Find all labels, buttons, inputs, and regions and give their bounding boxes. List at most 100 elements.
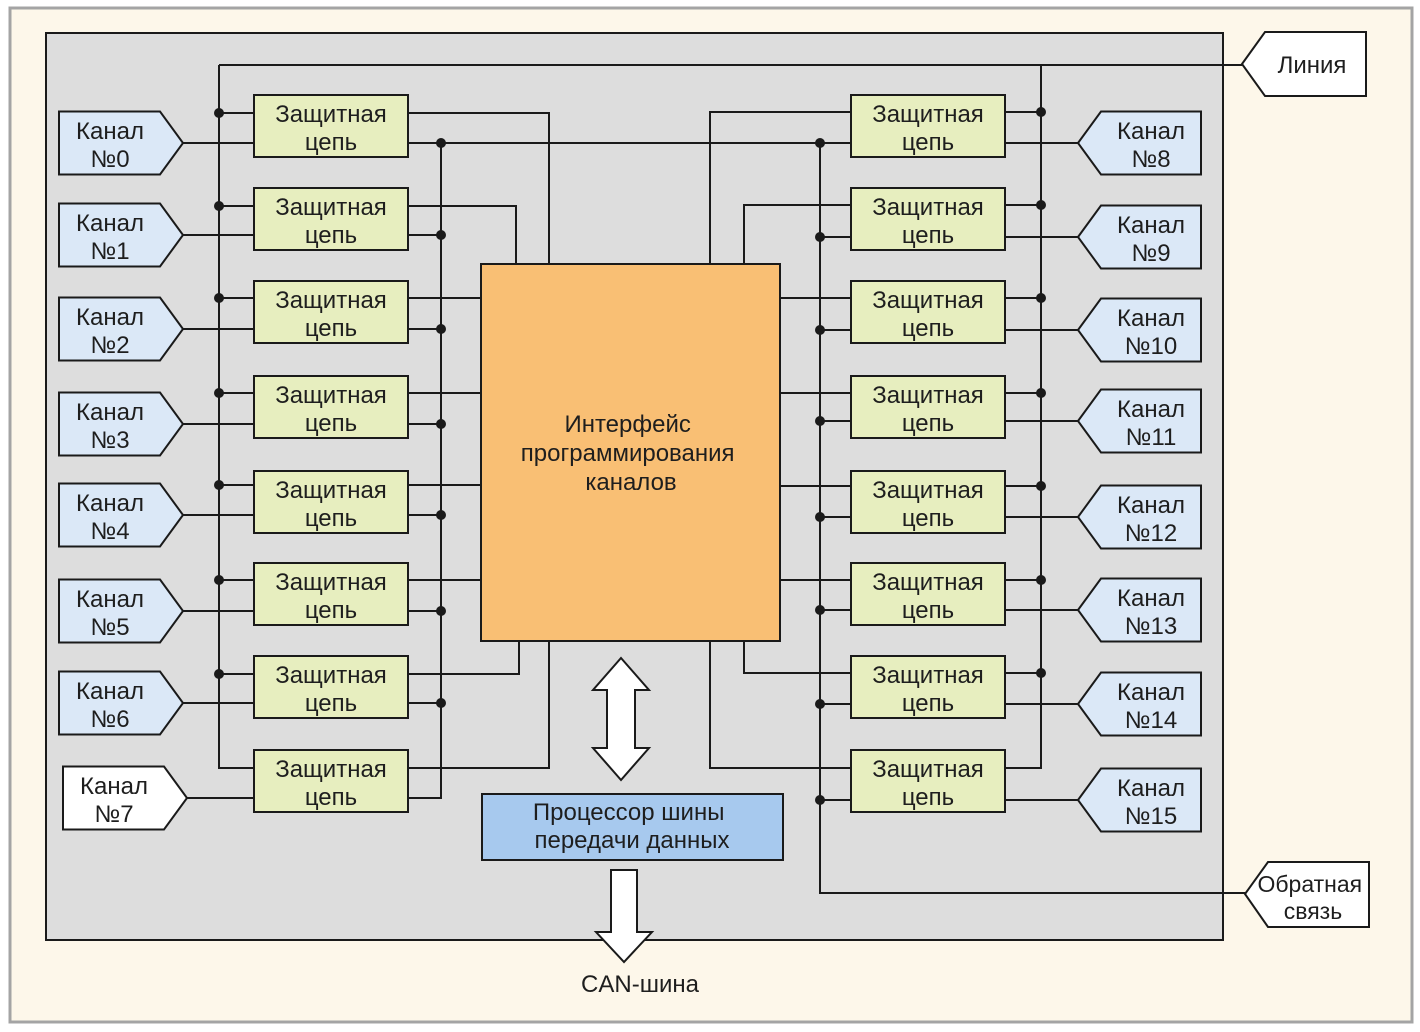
channel-programming-interface: Интерфейс программирования каналов bbox=[480, 263, 781, 642]
junction-dot bbox=[214, 669, 224, 679]
protective-circuit-box bbox=[850, 375, 1006, 439]
wire bbox=[408, 641, 520, 675]
line-terminal-label: Линия bbox=[1278, 52, 1347, 79]
bus-processor-label: Процессор шины передачи данных bbox=[533, 799, 731, 854]
protective-circuit-box bbox=[253, 655, 409, 719]
junction-dot bbox=[436, 606, 446, 616]
channel-label-name: Канал bbox=[1117, 212, 1185, 239]
junction-dot bbox=[214, 108, 224, 118]
protective-circuit-label-line: Защитная bbox=[275, 662, 387, 689]
protective-circuit-label-line: цепь bbox=[305, 505, 357, 532]
interface-label-line: программирования bbox=[521, 440, 735, 467]
feedback-label-line: связь bbox=[1284, 898, 1342, 924]
protective-circuit-label-line: Защитная bbox=[275, 101, 387, 128]
protective-circuit-box bbox=[850, 280, 1006, 344]
feedback-label-line: Обратная bbox=[1257, 871, 1362, 897]
junction-dot bbox=[815, 699, 825, 709]
channel-connector-shape bbox=[62, 765, 189, 831]
wire bbox=[408, 112, 550, 264]
channel-label-number: №3 bbox=[90, 427, 129, 454]
line-terminal: Линия bbox=[1240, 31, 1367, 97]
channel-connector-shape bbox=[1076, 767, 1202, 833]
junction-dot bbox=[815, 416, 825, 426]
protective-circuit-box bbox=[253, 562, 409, 626]
protective-circuit-box bbox=[850, 562, 1006, 626]
junction-dot bbox=[1036, 481, 1046, 491]
channel-label-name: Канал bbox=[76, 399, 144, 426]
protective-circuit-label-line: Защитная bbox=[872, 101, 984, 128]
protective-circuit-label-line: Защитная bbox=[275, 287, 387, 314]
protective-circuit-box bbox=[253, 187, 409, 251]
protective-circuit-label-line: цепь bbox=[305, 597, 357, 624]
channel-label-name: Канал bbox=[1117, 118, 1185, 145]
protective-circuit-box bbox=[253, 375, 409, 439]
bus-processor-label-line: Процессор шины bbox=[533, 799, 725, 826]
channel-label-number: №15 bbox=[1125, 803, 1177, 830]
junction-dot bbox=[436, 698, 446, 708]
interface-label-line: каналов bbox=[585, 469, 676, 496]
protective-circuit-label-line: цепь bbox=[305, 690, 357, 717]
junction-dot bbox=[214, 480, 224, 490]
channel-label-name: Канал bbox=[1117, 305, 1185, 332]
wire bbox=[743, 641, 851, 674]
protective-circuit-label-line: цепь bbox=[902, 410, 954, 437]
junction-dot bbox=[1036, 200, 1046, 210]
interface-block-label: Интерфейс программирования каналов bbox=[521, 411, 741, 496]
channel-connector-shape bbox=[1076, 577, 1202, 643]
channel-connector-shape bbox=[1076, 297, 1202, 363]
protective-circuit-box bbox=[253, 470, 409, 534]
junction-dot bbox=[1036, 388, 1046, 398]
protective-circuit-label-line: Защитная bbox=[872, 194, 984, 221]
protective-circuit-label-line: цепь bbox=[902, 597, 954, 624]
protective-circuit-label-line: Защитная bbox=[275, 569, 387, 596]
wire bbox=[709, 641, 851, 769]
channel-label-name: Канал bbox=[76, 490, 144, 517]
protective-circuit-label-line: Защитная bbox=[275, 756, 387, 783]
channel-label-number: №8 bbox=[1131, 146, 1170, 173]
junction-dot bbox=[1036, 668, 1046, 678]
channel-label-number: №14 bbox=[1125, 707, 1177, 734]
protective-circuit-label-line: цепь bbox=[902, 505, 954, 532]
channel-connector-shape bbox=[58, 110, 185, 176]
protective-circuit-label-line: Защитная bbox=[872, 756, 984, 783]
channel-label-name: Канал bbox=[76, 118, 144, 145]
protective-circuit-label-line: Защитная bbox=[872, 569, 984, 596]
